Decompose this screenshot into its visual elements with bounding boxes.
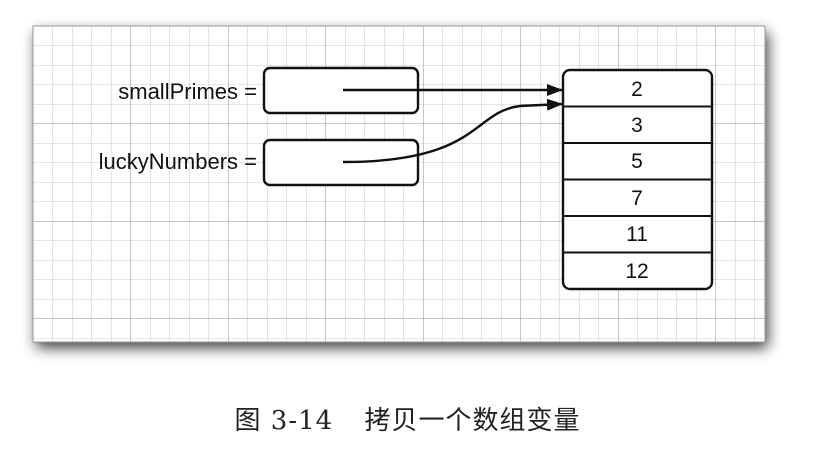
diagram-canvas: smallPrimes = luckyNumbers = 2 3 5 7 11 … (32, 25, 766, 343)
variable-small-primes: smallPrimes = (118, 66, 420, 115)
reference-box-lucky-numbers (262, 138, 420, 187)
array-cell-value: 5 (631, 150, 643, 173)
figure-number: 图 3-14 (234, 406, 334, 436)
variable-label-small-primes: smallPrimes = (118, 79, 257, 104)
reference-arrow-lucky-numbers (342, 98, 563, 164)
array-cell-value: 2 (631, 78, 643, 101)
array-cell-value: 12 (625, 260, 648, 283)
array-cell-value: 3 (631, 114, 643, 137)
variable-lucky-numbers: luckyNumbers = (99, 138, 420, 187)
array-object: 2 3 5 7 11 12 (561, 68, 714, 291)
array-cell-value: 7 (631, 187, 643, 210)
figure-title: 拷贝一个数组变量 (364, 406, 581, 436)
variable-label-lucky-numbers: luckyNumbers = (99, 149, 257, 174)
figure-caption: 图 3-14 拷贝一个数组变量 (0, 400, 815, 437)
array-cell-value: 11 (626, 223, 648, 246)
